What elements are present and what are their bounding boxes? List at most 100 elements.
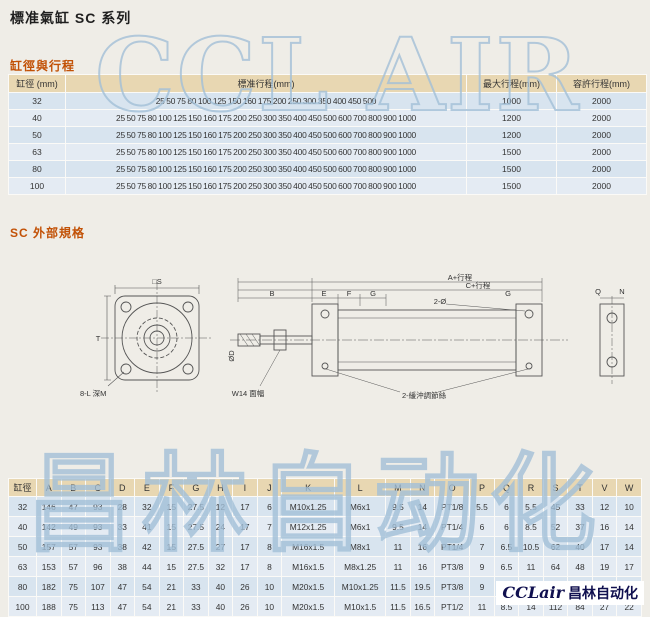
table-cell: 16.5 xyxy=(409,596,436,617)
table-cell: 62 xyxy=(542,536,569,557)
table-cell: 93 xyxy=(85,536,111,557)
table-cell: 48 xyxy=(567,556,593,577)
table-cell: 2000 xyxy=(556,160,647,178)
header-row: 缸徑 (mm)標准行程(mm)最大行程(mm)容許行程(mm) xyxy=(8,74,647,93)
front-view xyxy=(101,282,213,394)
table-cell: 107 xyxy=(85,576,111,597)
table-cell: 2000 xyxy=(556,143,647,161)
table-cell: 80 xyxy=(8,576,37,597)
table-cell: 40 xyxy=(8,516,37,537)
column-header: 缸徑 xyxy=(8,478,37,497)
table-cell: 26 xyxy=(232,576,258,597)
page-title: 標准氣缸 SC 系列 xyxy=(10,10,132,26)
column-header: G xyxy=(183,478,209,497)
dim-label-a-stroke: A+行程 xyxy=(448,272,473,282)
technical-drawing: □S T 8-L 深M ØD B E F G G A+行程 C+行程 2-Ø W… xyxy=(8,244,642,474)
table-cell: 14 xyxy=(409,496,436,517)
table-cell: 6 xyxy=(493,496,520,517)
table-cell: 19 xyxy=(591,556,618,577)
table-cell: 49 xyxy=(60,516,87,537)
column-header: 缸徑 (mm) xyxy=(8,74,66,93)
column-header: C xyxy=(85,478,111,497)
table-cell: 27.5 xyxy=(183,556,209,577)
table-cell: 28 xyxy=(109,496,136,517)
rear-view xyxy=(599,296,625,384)
column-header: V xyxy=(591,478,618,497)
dim-label-t: T xyxy=(96,334,101,343)
dim-label-two-ports: 2-Ø xyxy=(434,297,447,306)
table-cell: 26 xyxy=(232,596,258,617)
table-cell: M8x1 xyxy=(334,536,387,557)
column-header: O xyxy=(434,478,471,497)
table-cell: 16 xyxy=(591,516,618,537)
table-cell: 57 xyxy=(60,556,87,577)
table-cell: 11 xyxy=(518,556,544,577)
table-cell: 40 xyxy=(567,536,593,557)
table-cell: 188 xyxy=(36,596,62,617)
dim-label-g: G xyxy=(370,289,376,298)
table-cell: 25 50 75 80 100 125 150 160 175 200 250 … xyxy=(65,92,467,110)
table-cell: 11.5 xyxy=(385,576,411,597)
column-header: 標准行程(mm) xyxy=(65,74,467,93)
table-cell: 47 xyxy=(60,496,87,517)
table-cell: PT3/8 xyxy=(434,556,471,577)
table-cell: 8.5 xyxy=(518,516,544,537)
table-cell: 38 xyxy=(109,536,136,557)
column-header: P xyxy=(469,478,495,497)
table-cell: 6 xyxy=(493,516,520,537)
column-header: Q xyxy=(493,478,520,497)
table-cell: 17 xyxy=(232,536,258,557)
table-cell: 32 xyxy=(8,92,66,110)
table-cell: 1200 xyxy=(466,126,557,144)
table-cell: 54 xyxy=(134,576,160,597)
table-cell: 153 xyxy=(36,556,62,577)
table-cell: M8x1.25 xyxy=(334,556,387,577)
table-cell: 15 xyxy=(158,516,185,537)
column-header: H xyxy=(207,478,234,497)
column-header: 容許行程(mm) xyxy=(556,74,647,93)
dim-label-g2: G xyxy=(505,289,511,298)
table-cell: PT1/4 xyxy=(434,536,471,557)
table-cell: 27.5 xyxy=(183,536,209,557)
table-cell: 16 xyxy=(409,556,436,577)
table-cell: 45 xyxy=(542,496,569,517)
table-cell: 17 xyxy=(616,556,642,577)
dim-label-corner-holes: 8-L 深M xyxy=(80,389,106,398)
table-cell: 1000 xyxy=(466,92,557,110)
table-cell: 19.5 xyxy=(409,576,436,597)
column-header: N xyxy=(409,478,436,497)
table-cell: 100 xyxy=(8,177,66,195)
dim-label-q: Q xyxy=(595,287,601,296)
table-cell: M16x1.5 xyxy=(281,556,336,577)
column-header: A xyxy=(36,478,62,497)
table-cell: 33 xyxy=(567,496,593,517)
table-cell: 25 50 75 80 100 125 150 160 175 200 250 … xyxy=(65,126,467,144)
table-cell: 8 xyxy=(256,556,283,577)
table-cell: 41 xyxy=(134,516,160,537)
table-cell: 146 xyxy=(36,496,62,517)
table-cell: 10 xyxy=(256,576,283,597)
table-cell: 93 xyxy=(85,496,111,517)
table-cell: 12 xyxy=(207,496,234,517)
table-cell: 6 xyxy=(256,496,283,517)
table-cell: 32 xyxy=(8,496,37,517)
table-cell: M20x1.5 xyxy=(281,596,336,617)
column-header: K xyxy=(281,478,336,497)
table-cell: 24 xyxy=(207,516,234,537)
table-cell: PT1/8 xyxy=(434,496,471,517)
table-cell: 21 xyxy=(158,596,185,617)
table-cell: 182 xyxy=(36,576,62,597)
table-cell: 17 xyxy=(591,536,618,557)
table-cell: 40 xyxy=(207,596,234,617)
table-cell: 9.5 xyxy=(385,516,411,537)
table-cell: 9 xyxy=(469,556,495,577)
table-cell: 47 xyxy=(109,596,136,617)
table-cell: 54 xyxy=(134,596,160,617)
